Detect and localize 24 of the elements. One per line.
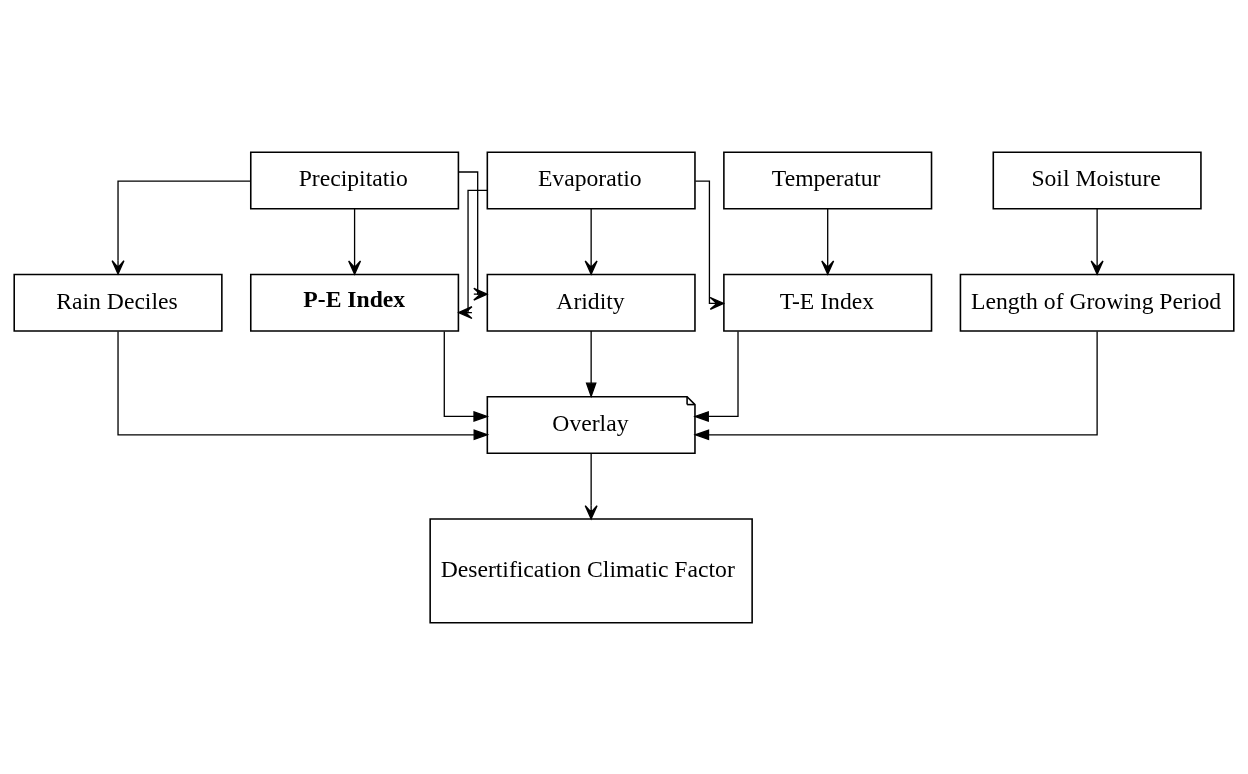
- arrow: [117, 330, 490, 440]
- node-box: Rain Deciles: [13, 273, 223, 332]
- arrow: [443, 330, 490, 422]
- node-box: T-E Index: [723, 273, 933, 332]
- arrow: [584, 452, 598, 519]
- node-box: Length of Growing Period: [959, 273, 1235, 332]
- node-box: Desertification Climatic Factor: [429, 517, 753, 624]
- arrow: [585, 329, 597, 398]
- arrow: [821, 207, 835, 275]
- node-box: Aridity: [486, 273, 696, 332]
- node-box: Evaporatio: [486, 150, 696, 210]
- node-box: Soil Moisture: [992, 150, 1202, 210]
- node-box: P-E Index: [250, 273, 460, 332]
- arrow: [693, 330, 739, 422]
- arrow: [1090, 207, 1104, 275]
- arrow: [693, 330, 1098, 440]
- arrow: [584, 207, 598, 275]
- arrow: [457, 170, 488, 301]
- arrow: [348, 207, 362, 275]
- node-box: Temperatur: [723, 150, 933, 210]
- arrow: [111, 180, 252, 275]
- node-box: Precipitatio: [250, 150, 460, 210]
- arrow: [458, 189, 488, 319]
- arrow: [694, 180, 725, 310]
